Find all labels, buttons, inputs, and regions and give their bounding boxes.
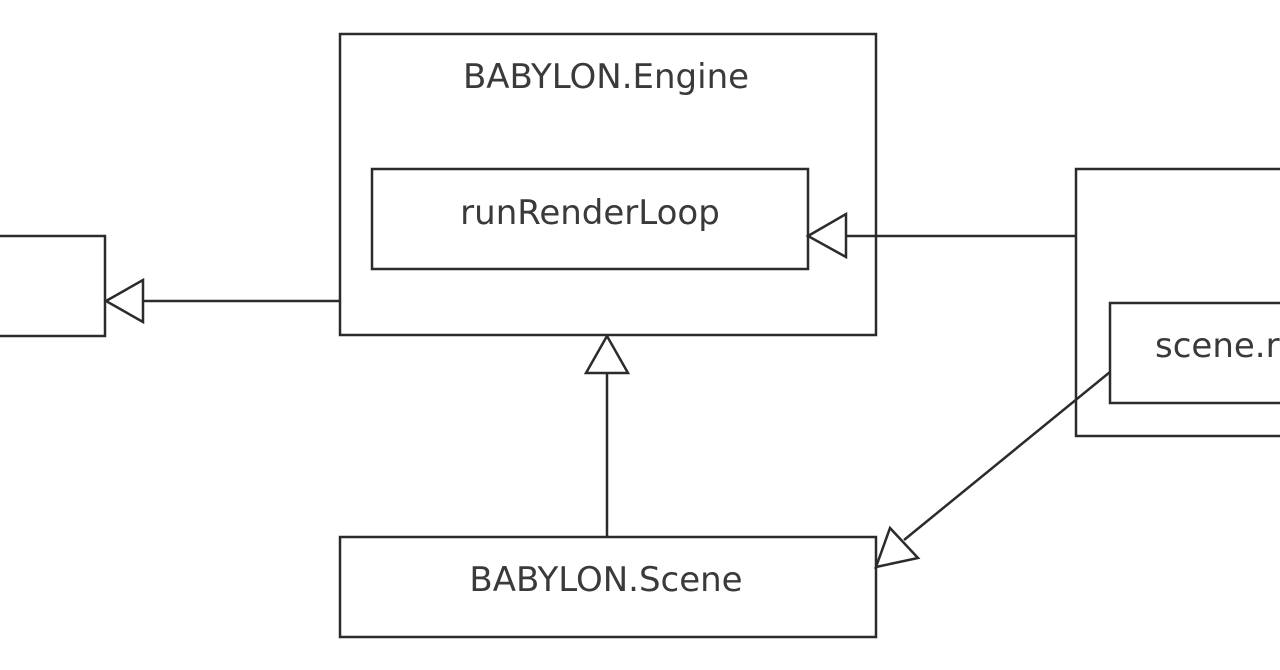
left-box[interactable] bbox=[0, 234, 107, 338]
scene-label: BABYLON.Scene bbox=[469, 560, 742, 600]
edge-scene-method-to-scene bbox=[903, 371, 1111, 541]
engine-label: BABYLON.Engine bbox=[463, 57, 749, 97]
scene-method-label: scene.r bbox=[1155, 326, 1280, 366]
scene-box[interactable] bbox=[338, 535, 878, 639]
scene-method-box[interactable] bbox=[1108, 301, 1280, 405]
arrowhead-scene bbox=[874, 525, 921, 569]
arrowhead-engine bbox=[583, 333, 631, 375]
arrowhead-left-box bbox=[103, 277, 145, 325]
run-render-loop-label: runRenderLoop bbox=[460, 193, 720, 233]
arrowhead-run-render-loop bbox=[805, 211, 848, 260]
run-render-loop-box[interactable] bbox=[370, 167, 810, 271]
